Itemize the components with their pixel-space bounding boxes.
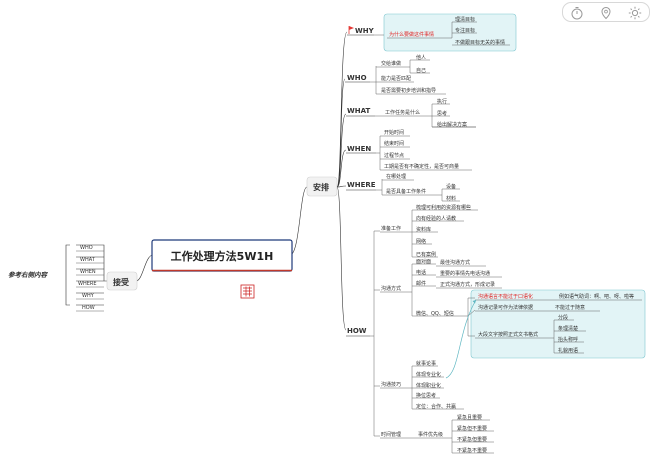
left-bracket	[65, 244, 70, 306]
when-item-3: 工期是否有不确定性，是否可商量	[384, 163, 459, 170]
left-item-where: WHERE	[78, 281, 97, 287]
time-item-0: 紧急且重要	[457, 414, 482, 421]
connector-central-anpai	[289, 186, 308, 256]
what-label: WHAT	[347, 107, 370, 115]
who-assign-item-1: 自己	[416, 67, 426, 74]
hub-jieshou-label: 接受	[113, 277, 129, 287]
skill-item-2: 体现职业化	[416, 382, 441, 389]
left-item-when: WHEN	[80, 269, 96, 275]
im-item-legal: 沟通记录可作为法律依据	[478, 304, 533, 311]
timer-icon[interactable]	[570, 5, 584, 20]
comm-label: 沟通方式	[381, 285, 401, 292]
im-item-format: 大段文字按照正式文书格式	[478, 331, 538, 338]
skill-item-4: 定位：合作、共赢	[416, 403, 456, 410]
hub-anpai[interactable]	[306, 176, 338, 197]
flag-icon	[348, 26, 354, 34]
prep-item-4: 已有案例	[416, 251, 436, 258]
why-label: WHY	[355, 27, 375, 35]
time-item-2: 不紧急但重要	[457, 436, 487, 443]
location-pin-icon[interactable]	[599, 5, 613, 20]
left-item-how: HOW	[82, 305, 95, 311]
im-note-legal: 不能过于随意	[555, 304, 585, 311]
why-item-0: 理清目标	[455, 16, 475, 23]
prep-item-1: 向有经验的人请教	[416, 215, 456, 222]
hub-jieshou[interactable]	[106, 271, 138, 291]
seal-stamp-icon	[240, 284, 255, 299]
prep-item-2: 资料库	[416, 226, 431, 233]
who-assign: 交给谁做	[381, 60, 401, 67]
skill-item-0: 就事论事	[416, 360, 436, 367]
im-note-oral: 例如语气助词：啊、吧、呀、啦等	[559, 293, 634, 300]
anpai-connector-lines	[336, 31, 348, 331]
comm-email: 邮件	[416, 280, 426, 287]
why-reason: 为什么要做这件事情	[389, 31, 434, 38]
prep-item-0: 梳理可利用的资源有哪些	[416, 204, 471, 211]
left-side-note: 参考右侧内容	[8, 271, 49, 279]
where-label: WHERE	[347, 181, 376, 189]
prep-label: 准备工作	[381, 225, 401, 232]
why-item-2: 不做跟目标无关的事情	[455, 39, 505, 46]
time-item-1: 紧急但不重要	[457, 425, 487, 432]
comm-phone: 电话	[416, 269, 426, 276]
central-title: 工作处理方法5W1H	[171, 249, 274, 263]
where-conditions: 是否具备工作条件	[386, 188, 426, 195]
time-label: 时间管理	[381, 431, 401, 438]
skill-label: 沟通技巧	[381, 381, 401, 388]
skill-item-1: 体现专业化	[416, 371, 441, 378]
where-condition-1: 材料	[446, 195, 456, 202]
im-item-oral: 沟通语言不能过于口语化	[478, 293, 533, 300]
comm-phone-note: 重要的事情先电话沟通	[440, 270, 490, 277]
time-priority: 事件优先级	[418, 431, 443, 438]
why-item-1: 专注目标	[455, 27, 475, 34]
where-place: 在哪处理	[386, 173, 406, 180]
what-task: 工作任务是什么	[385, 109, 420, 116]
connector-central-jieshou	[135, 254, 154, 282]
who-label: WHO	[347, 74, 367, 82]
time-item-3: 不紧急不重要	[457, 447, 487, 454]
im-format-item-2: 抬头称呼	[558, 336, 578, 343]
relation-arrow	[445, 299, 477, 379]
who-assign-item-0: 他人	[416, 54, 426, 61]
what-item-0: 执行	[437, 98, 447, 105]
im-format-item-0: 分段	[558, 314, 568, 321]
where-condition-0: 设备	[446, 183, 456, 190]
im-format-item-1: 条理清楚	[558, 325, 578, 332]
when-item-1: 结束时间	[384, 140, 404, 147]
comm-im: 微信、QQ、短信	[416, 310, 454, 317]
prep-item-3: 网络	[416, 238, 426, 245]
left-item-why: WHY	[82, 293, 95, 299]
left-item-who: WHO	[80, 245, 93, 251]
im-highlight-box	[470, 289, 646, 359]
who-training: 是否需要初步培训和指导	[381, 87, 436, 94]
comm-email-note: 正式沟通方式，形成记录	[440, 281, 495, 288]
what-item-2: 给出解决方案	[437, 121, 467, 128]
im-format-item-3: 礼貌用语	[558, 347, 578, 354]
when-item-0: 开始时间	[384, 129, 404, 136]
who-ability: 能力是否匹配	[381, 75, 411, 82]
sun-icon[interactable]	[628, 5, 642, 20]
left-items: WHO WHAT WHEN WHERE WHY HOW	[76, 245, 104, 312]
when-item-2: 过程节点	[384, 152, 404, 159]
how-label: HOW	[347, 327, 367, 335]
what-item-1: 思考	[437, 111, 447, 117]
when-label: WHEN	[347, 145, 371, 153]
skill-item-3: 换位思考	[416, 392, 436, 399]
left-item-what: WHAT	[80, 257, 96, 263]
hub-anpai-label: 安排	[313, 182, 329, 192]
comm-face-note: 最佳沟通方式	[440, 259, 470, 266]
comm-face: 面对面	[416, 258, 431, 265]
why-highlight-box	[383, 13, 517, 52]
